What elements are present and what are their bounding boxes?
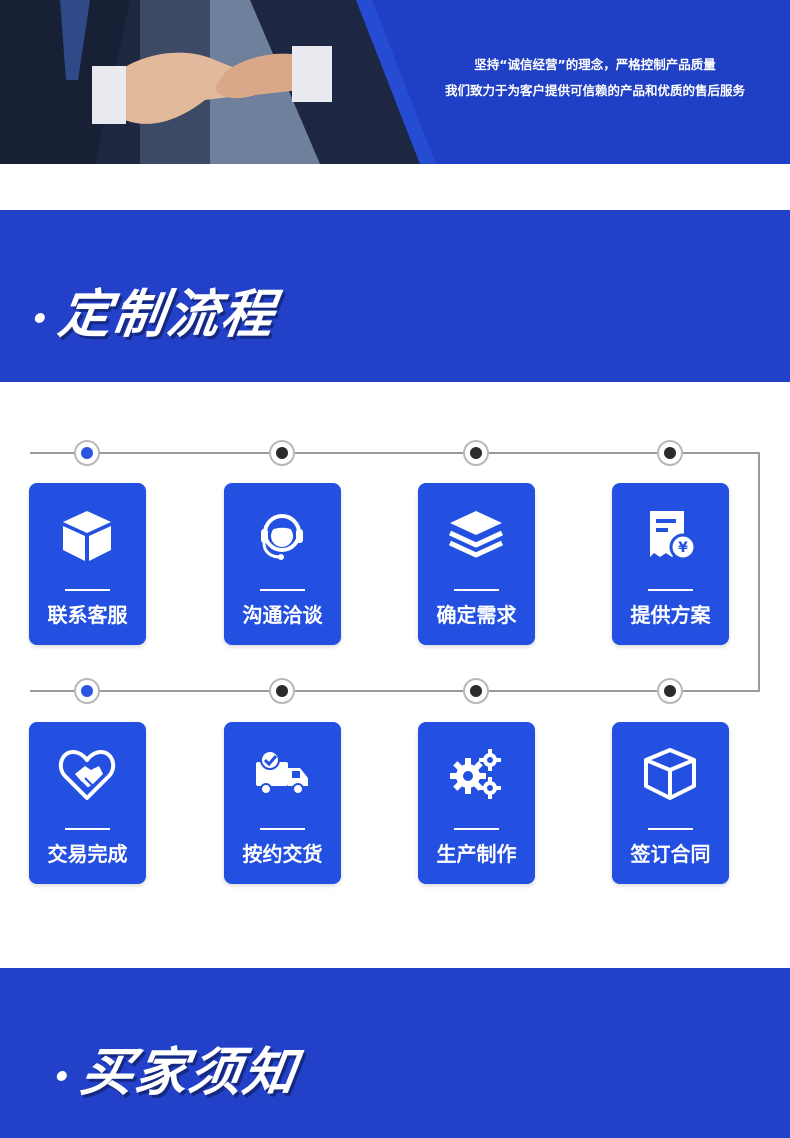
step-label: 按约交货 [242, 842, 323, 866]
process-flow: 联系客服 沟通洽谈 确定需求 ¥ 提 [0, 382, 790, 968]
track-line-bottom [30, 690, 760, 692]
layers-icon [448, 511, 504, 558]
hero-banner: 坚持“诚信经营”的理念，严格控制产品质量 我们致力于为客户提供可信赖的产品和优质… [0, 0, 790, 164]
step-card-deal-complete[interactable]: 交易完成 [29, 722, 146, 884]
hero-slogan: 坚持“诚信经营”的理念，严格控制产品质量 我们致力于为客户提供可信赖的产品和优质… [420, 52, 770, 104]
process-header-bar: 定制流程 [0, 210, 790, 382]
process-section-title: 定制流程 [31, 272, 282, 347]
notice-section-title: 买家须知 [53, 1030, 304, 1105]
step-label: 提供方案 [630, 603, 711, 627]
step-label: 沟通洽谈 [242, 603, 323, 627]
handshake-heart-icon [58, 750, 116, 800]
step-divider [260, 828, 305, 830]
headset-icon [261, 514, 303, 560]
step-divider [648, 589, 693, 591]
step-label: 交易完成 [47, 842, 128, 866]
step-label: 确定需求 [436, 603, 517, 627]
notice-title-text: 买家须知 [77, 1043, 302, 1103]
track-line-right [758, 452, 760, 692]
step-card-production[interactable]: 生产制作 [418, 722, 535, 884]
step-card-contact-service[interactable]: 联系客服 [29, 483, 146, 645]
bullet-dot-icon [34, 313, 46, 323]
hero-blue-panel [356, 0, 790, 164]
step-divider [648, 828, 693, 830]
delivery-truck-icon [256, 750, 308, 795]
step-node-8 [74, 678, 100, 704]
step-divider [65, 589, 110, 591]
step-label: 签订合同 [630, 842, 711, 866]
step-node-5 [657, 678, 683, 704]
step-node-6 [463, 678, 489, 704]
step-node-2 [269, 440, 295, 466]
step-card-confirm-requirements[interactable]: 确定需求 [418, 483, 535, 645]
step-label: 生产制作 [436, 842, 517, 866]
step-divider [454, 828, 499, 830]
gears-icon [450, 749, 501, 799]
step-card-negotiate[interactable]: 沟通洽谈 [224, 483, 341, 645]
step-node-4 [657, 440, 683, 466]
step-card-provide-plan[interactable]: ¥ 提供方案 [612, 483, 729, 645]
bullet-dot-icon [56, 1071, 68, 1081]
step-divider [65, 828, 110, 830]
step-node-7 [269, 678, 295, 704]
box-icon [63, 511, 111, 561]
step-node-1 [74, 440, 100, 466]
step-divider [454, 589, 499, 591]
step-divider [260, 589, 305, 591]
track-line-top [30, 452, 760, 454]
step-card-deliver[interactable]: 按约交货 [224, 722, 341, 884]
open-box-icon [644, 748, 696, 800]
process-title-text: 定制流程 [55, 285, 280, 345]
hero-line-1: 坚持“诚信经营”的理念，严格控制产品质量 [474, 57, 716, 72]
step-node-3 [463, 440, 489, 466]
step-label: 联系客服 [47, 603, 128, 627]
notice-header-bar: 买家须知 [0, 968, 790, 1138]
step-card-sign-contract[interactable]: 签订合同 [612, 722, 729, 884]
receipt-yen-icon: ¥ [650, 511, 697, 561]
hero-line-2: 我们致力于为客户提供可信赖的产品和优质的售后服务 [444, 83, 745, 98]
svg-text:¥: ¥ [678, 540, 688, 556]
